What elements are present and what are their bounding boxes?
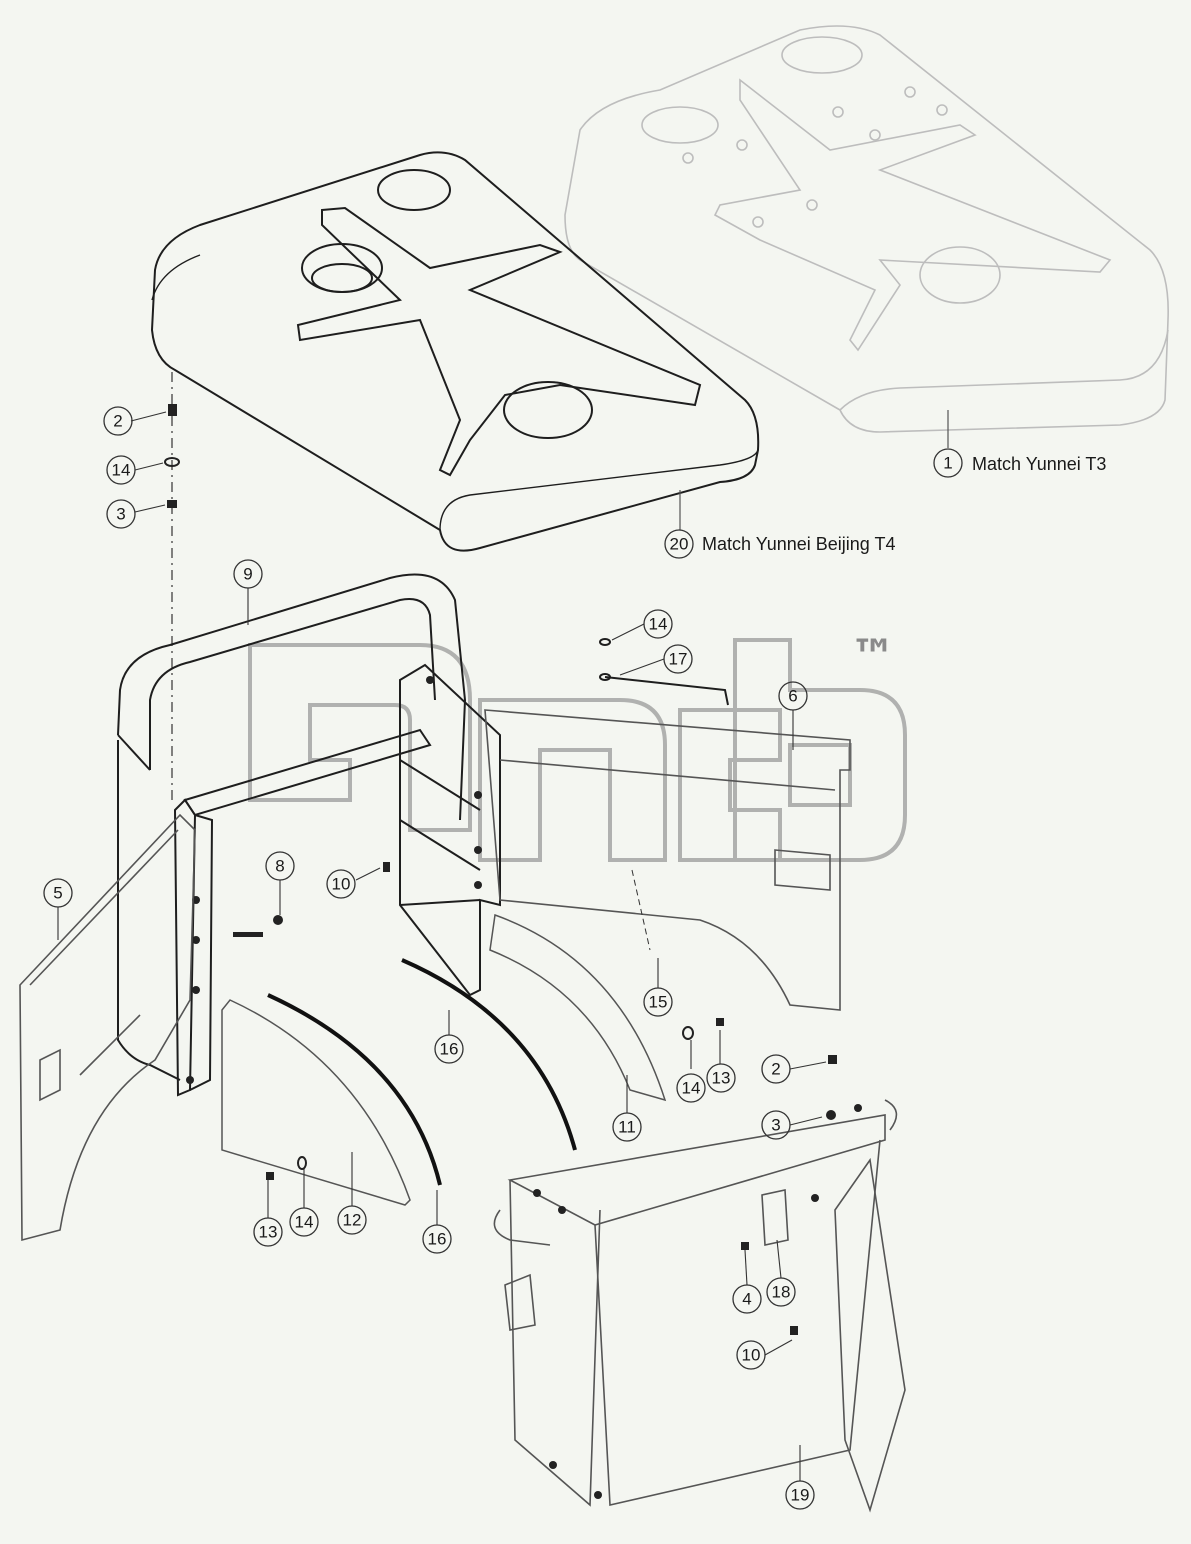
bolt-hardware-stack [164,404,180,508]
callout-5: 5 [43,878,73,908]
svg-text:16: 16 [428,1230,447,1249]
rops-frame-part-9 [117,573,501,1097]
callout-17: 17 [663,644,693,674]
svg-text:2: 2 [113,412,122,431]
callout-18: 18 [766,1277,796,1307]
svg-text:14: 14 [649,615,668,634]
svg-text:6: 6 [788,687,797,706]
callout-8: 8 [265,851,295,881]
callout-label: Match Yunnei T3 [972,454,1106,474]
fastener-marks [233,862,862,1499]
rear-frame-part-19 [493,1099,906,1513]
svg-text:19: 19 [791,1486,810,1505]
svg-text:17: 17 [669,650,688,669]
callout-20: 20 Match Yunnei Beijing T4 [664,529,895,559]
callout-14: 14 [106,455,136,485]
callout-2: 2 [103,406,133,436]
svg-text:8: 8 [275,857,284,876]
callout-14: 14 [643,609,673,639]
side-panel-right-part-6 [484,709,851,1011]
lower-panel-part-12 [221,999,411,1206]
callout-14: 14 [676,1073,706,1103]
callout-number: 1 [943,454,952,473]
callout-12: 12 [337,1205,367,1235]
svg-text:14: 14 [295,1213,314,1232]
svg-text:3: 3 [116,505,125,524]
callout-9: 9 [233,559,263,589]
seal-strips-part-16 [267,958,577,1186]
callout-19: 19 [785,1480,815,1510]
svg-text:15: 15 [649,993,668,1012]
svg-text:11: 11 [618,1118,636,1137]
svg-text:10: 10 [332,875,351,894]
callout-3: 3 [761,1110,791,1140]
svg-text:18: 18 [772,1283,791,1302]
svg-text:14: 14 [112,461,131,480]
callout-11: 11 [612,1112,642,1142]
svg-text:13: 13 [712,1069,731,1088]
callout-15: 15 [643,987,673,1017]
callout-3: 3 [106,499,136,529]
watermark-logo [248,638,907,862]
svg-text:12: 12 [343,1211,362,1230]
frame-bolts [186,676,482,1084]
svg-text:5: 5 [53,884,62,903]
callout-16: 16 [422,1224,452,1254]
svg-text:2: 2 [771,1060,780,1079]
callout-1: 1 Match Yunnei T3 [933,448,1106,478]
svg-text:14: 14 [682,1079,701,1098]
hood-t4-part-20 [150,151,760,552]
callout-13: 13 [253,1217,283,1247]
svg-text:13: 13 [259,1223,278,1242]
door-panel-part-5 [19,813,196,1242]
callout-number: 20 [670,535,689,554]
callout-10: 10 [736,1340,766,1370]
callout-14: 14 [289,1207,319,1237]
callout-6: 6 [778,681,808,711]
watermark-trademark: ™ [850,629,896,683]
callout-4: 4 [732,1284,762,1314]
support-rod-part-17 [599,638,729,706]
callout-13: 13 [706,1063,736,1093]
svg-text:16: 16 [440,1040,459,1059]
side-panel-part-11 [489,913,667,1102]
svg-text:9: 9 [243,565,252,584]
svg-text:10: 10 [742,1346,761,1365]
svg-text:4: 4 [742,1290,751,1309]
callout-10: 10 [326,869,356,899]
leader-lines [57,411,827,1481]
hood-t3-part-1 [564,25,1169,433]
callout-16: 16 [434,1034,464,1064]
callout-2: 2 [761,1054,791,1084]
callout-label: Match Yunnei Beijing T4 [702,534,895,554]
svg-text:3: 3 [771,1116,780,1135]
